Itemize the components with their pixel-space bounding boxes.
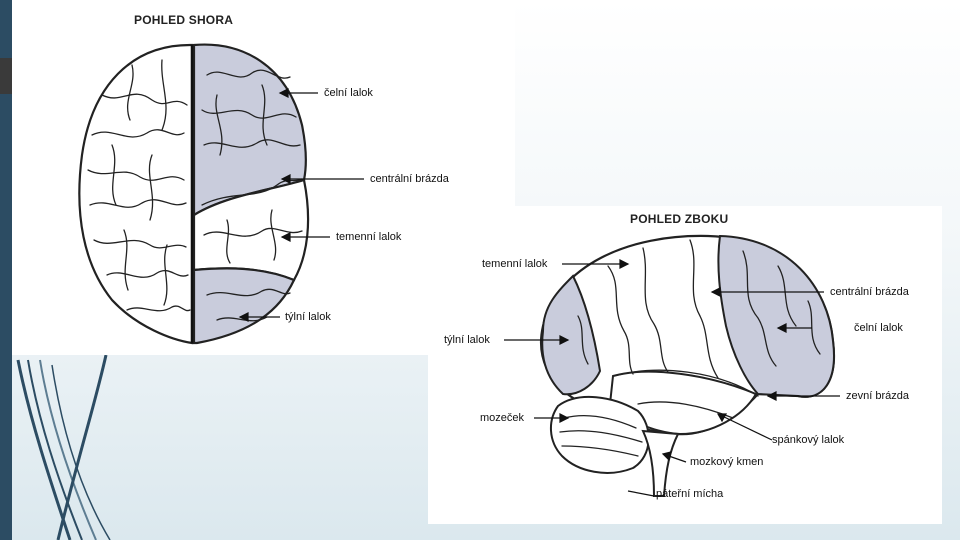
label-frontal-lobe-top: čelní lalok — [324, 87, 373, 99]
label-central-sulcus-side: centrální brázda — [830, 286, 909, 298]
label-temporal-lobe-side: spánkový lalok — [772, 434, 845, 446]
label-cerebellum-side: mozeček — [480, 412, 525, 424]
label-frontal-lobe-side: čelní lalok — [854, 322, 903, 334]
label-lateral-sulcus-side: zevní brázda — [846, 390, 909, 402]
label-spinal-cord-side: páteřní mícha — [656, 488, 724, 500]
label-occipital-lobe-side: týlní lalok — [444, 334, 490, 346]
label-occipital-lobe-top: týlní lalok — [285, 311, 331, 323]
label-brainstem-side: mozkový kmen — [690, 456, 764, 468]
side-view-panel: POHLED ZBOKU — [428, 206, 942, 524]
label-parietal-lobe-top: temenní lalok — [336, 231, 402, 243]
slide-dark-tab — [0, 58, 14, 94]
slide-left-bar — [0, 0, 12, 540]
top-view-brain-illustration — [78, 43, 364, 345]
side-view-brain-illustration — [504, 234, 840, 497]
top-view-title: POHLED SHORA — [134, 13, 234, 27]
label-parietal-lobe-side: temenní lalok — [482, 258, 548, 270]
side-view-title: POHLED ZBOKU — [630, 212, 729, 226]
label-central-sulcus-top: centrální brázda — [370, 173, 449, 185]
